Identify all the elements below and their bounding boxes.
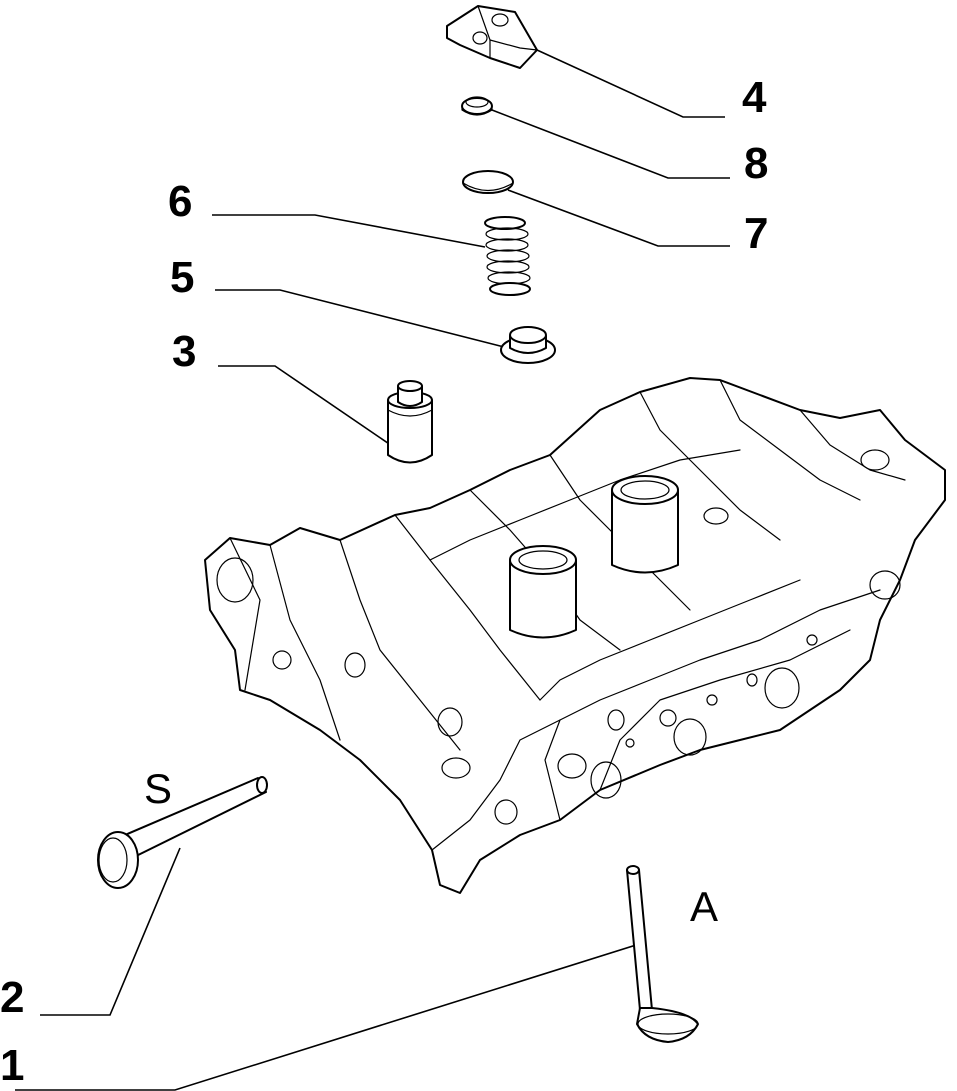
leader-3 (218, 365, 399, 451)
seat-part-5 (500, 326, 556, 364)
disc-part-7 (462, 170, 514, 194)
callout-1: 1 (0, 1041, 25, 1090)
spring-part-6 (484, 216, 531, 296)
callout-3: 3 (172, 327, 197, 376)
callout-6: 6 (168, 177, 193, 226)
callout-8: 8 (744, 139, 769, 188)
valve-part-2-exhaust (97, 776, 268, 889)
bracket-part-4 (446, 5, 538, 69)
callout-5: 5 (170, 253, 195, 302)
leader-8 (491, 109, 730, 179)
leader-7 (507, 189, 730, 247)
leader-4 (536, 49, 725, 118)
cylinder-head (204, 377, 946, 894)
valve-part-1-intake (626, 865, 699, 1043)
leader-5 (215, 289, 509, 349)
leader-lines (15, 49, 730, 1091)
guide-part-3 (387, 380, 433, 464)
leader-6 (212, 214, 486, 248)
callout-2: 2 (0, 973, 25, 1022)
leader-2 (40, 847, 181, 1016)
label-intake-a: A (690, 883, 719, 930)
leader-1 (15, 944, 637, 1091)
label-exhaust-s: S (144, 765, 173, 812)
callout-4: 4 (742, 73, 767, 122)
callout-7: 7 (744, 209, 769, 258)
cap-part-8 (461, 96, 493, 116)
